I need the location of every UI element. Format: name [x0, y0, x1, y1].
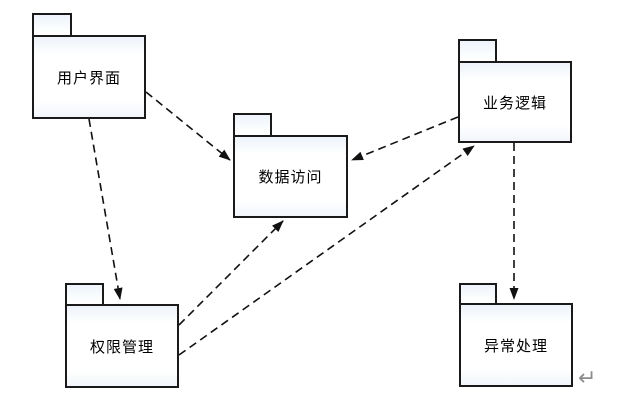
edge-user-interface-to-data-access	[145, 91, 231, 161]
package-body: 用户界面	[32, 35, 146, 119]
edge-user-interface-to-permission-management	[88, 118, 123, 300]
edge-business-logic-to-data-access	[351, 116, 459, 161]
package-body: 权限管理	[65, 304, 179, 388]
package-tab	[459, 283, 497, 305]
package-body: 业务逻辑	[458, 61, 572, 143]
package-tab	[458, 39, 497, 63]
package-tab	[233, 113, 272, 137]
package-label: 异常处理	[483, 336, 548, 355]
package-body: 数据访问	[233, 135, 348, 218]
package-body: 异常处理	[459, 303, 573, 387]
package-tab	[65, 283, 104, 306]
edge-permission-management-to-data-access	[178, 220, 284, 326]
edge-permission-management-to-business-logic	[178, 145, 475, 356]
package-label: 用户界面	[56, 68, 121, 87]
return-mark-icon: ↵	[578, 366, 597, 391]
package-label: 权限管理	[89, 337, 154, 356]
package-label: 业务逻辑	[482, 93, 547, 112]
package-tab	[32, 13, 72, 37]
package-label: 数据访问	[258, 168, 323, 186]
